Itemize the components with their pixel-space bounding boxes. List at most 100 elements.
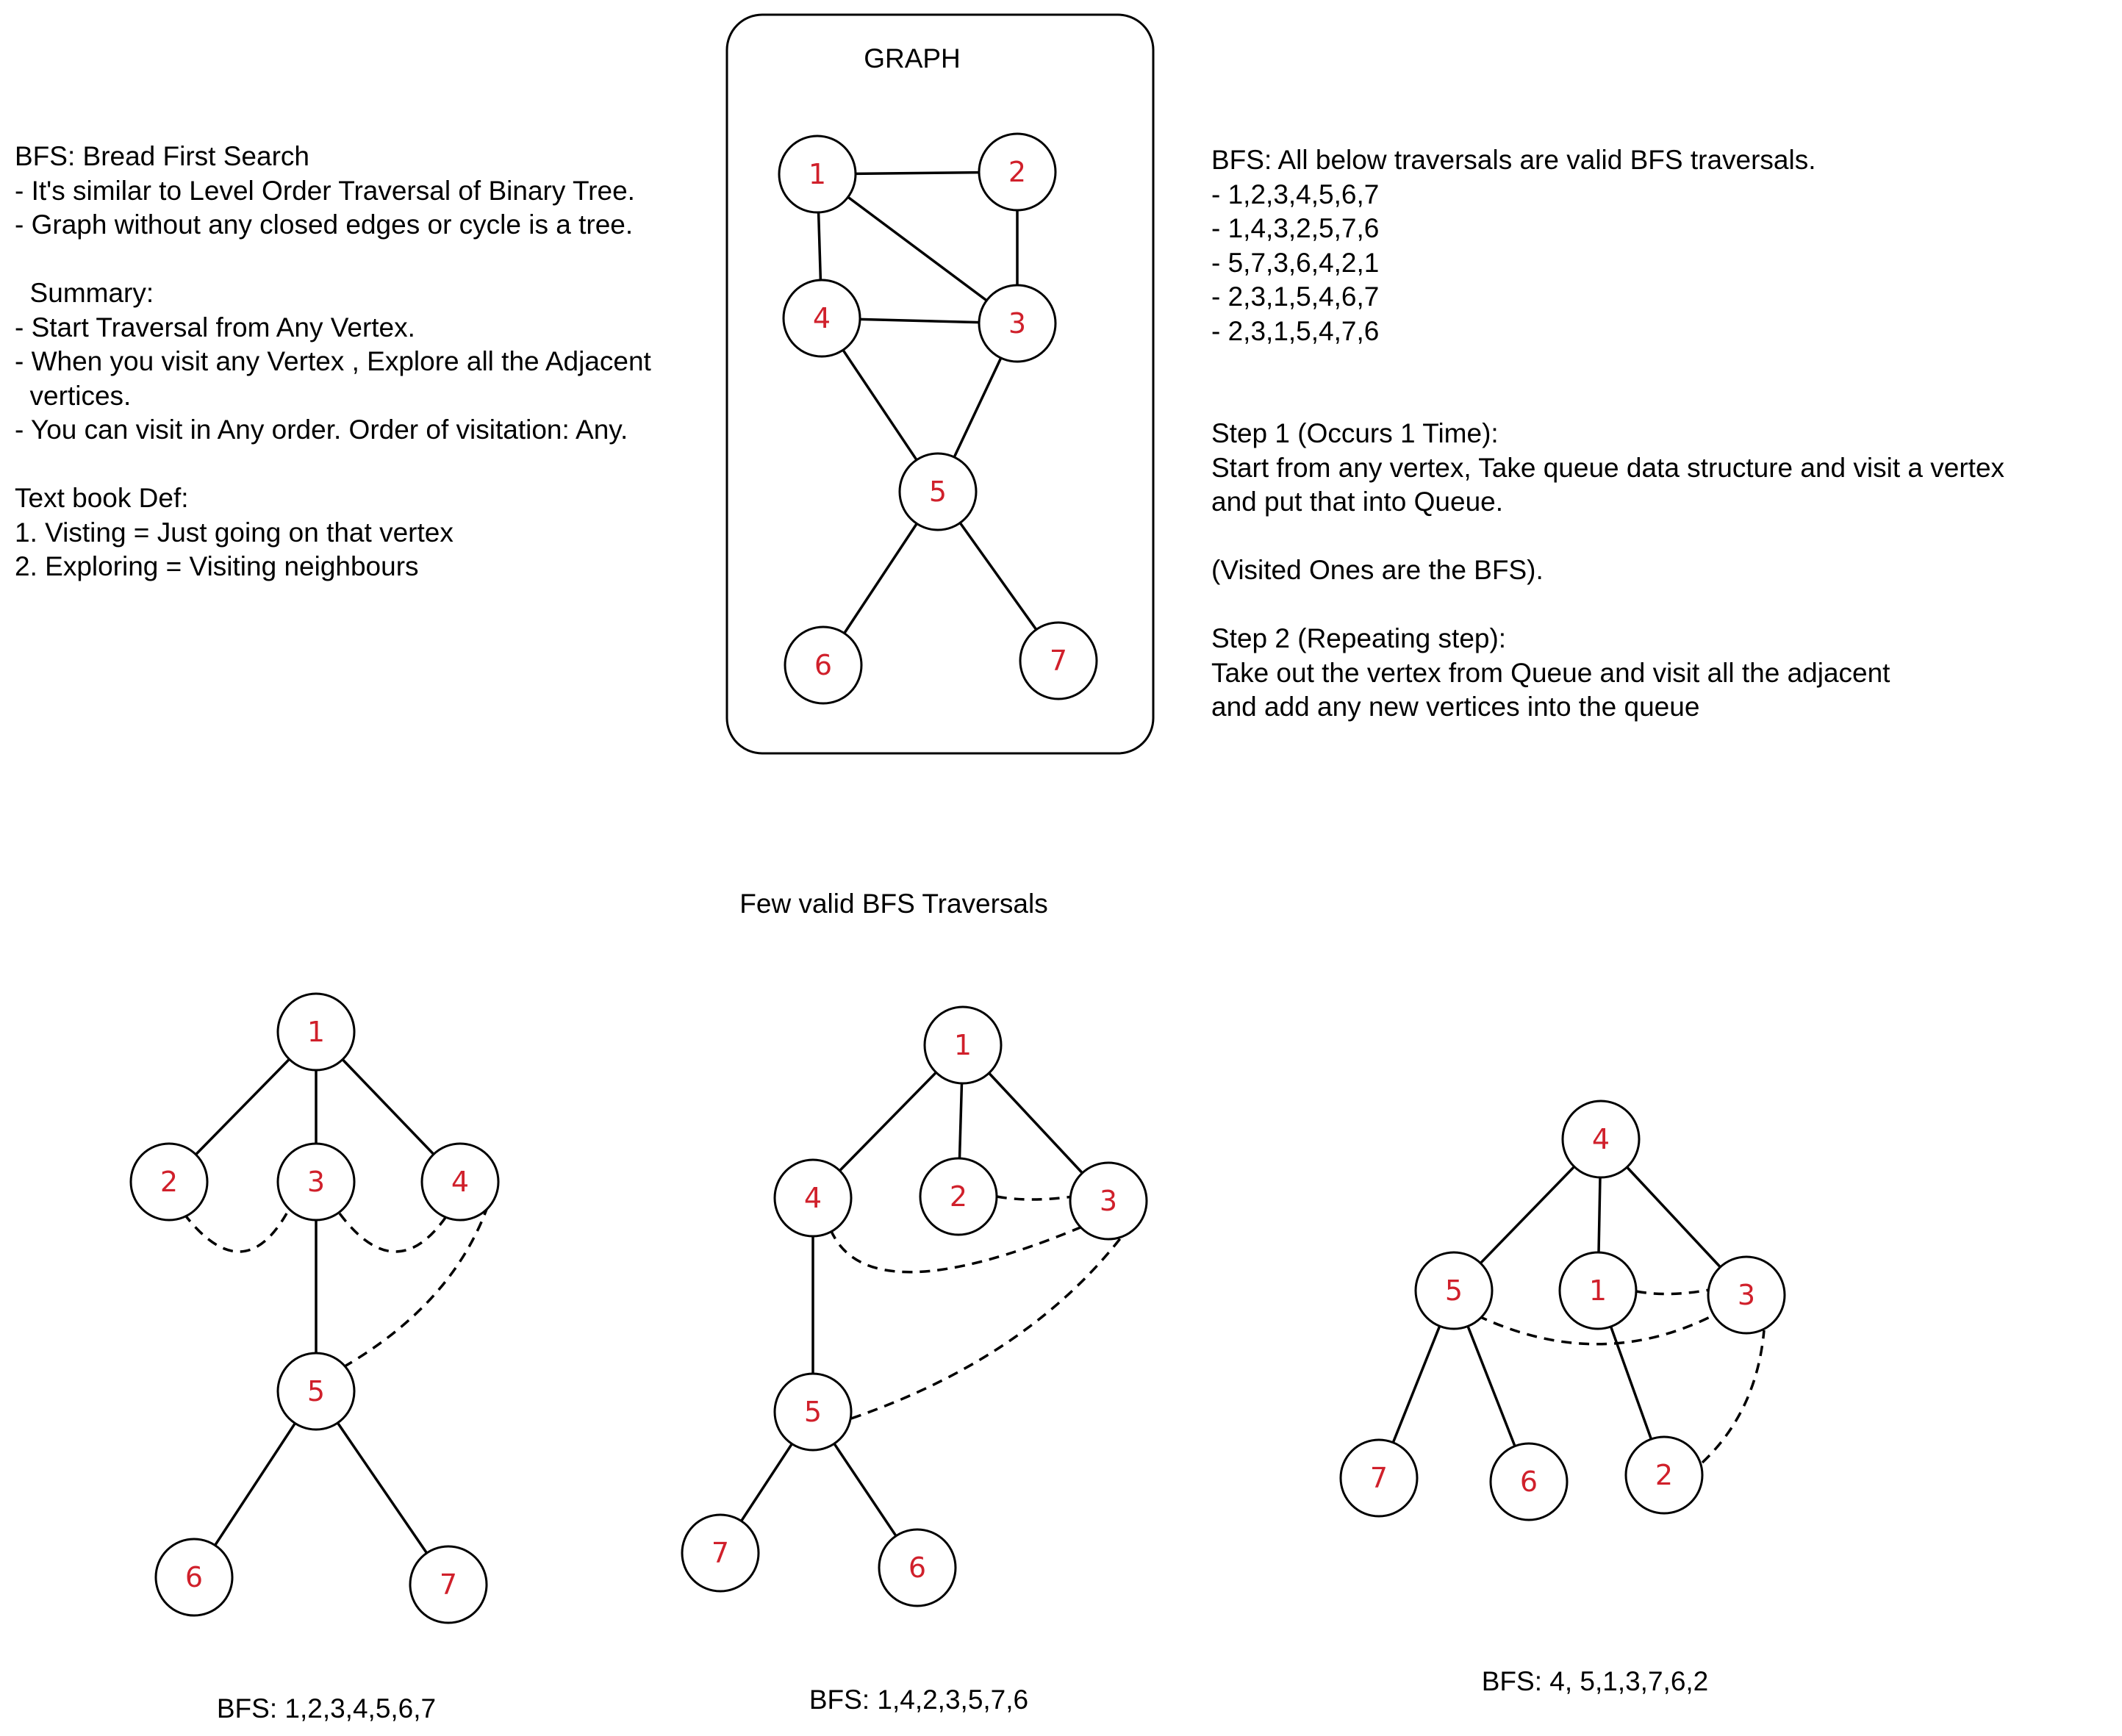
graph-node-label-5: 5 xyxy=(929,476,947,508)
tree-1-node-3 xyxy=(276,1142,356,1222)
graph-edge-5-6 xyxy=(843,523,918,634)
graph-edge-1-4 xyxy=(817,212,822,281)
tree-1-node-label-5: 5 xyxy=(307,1375,325,1407)
notes-left-line xyxy=(15,448,651,482)
tree-2-node-label-1: 1 xyxy=(954,1029,972,1061)
notes-right-line: - 1,2,3,4,5,6,7 xyxy=(1211,179,1380,209)
tree-1-edge-5-7 xyxy=(336,1421,429,1554)
tree-1-cross-edge-4-5 xyxy=(315,1205,490,1383)
tree-3-cross-edge-1-3 xyxy=(1635,1288,1710,1296)
tree-3-node-3 xyxy=(1707,1255,1786,1335)
tree-1-edge-1-2 xyxy=(195,1058,290,1156)
tree-2-node-label-7: 7 xyxy=(711,1537,729,1569)
notes-left: BFS: Bread First Search - It's similar to… xyxy=(15,140,651,584)
tree-2-node-5 xyxy=(773,1372,853,1452)
notes-right-line: Step 2 (Repeating step): xyxy=(1211,623,1507,653)
tree-1-cross-edge-3-4 xyxy=(338,1212,450,1253)
tree-3-edge-5-7 xyxy=(1391,1325,1441,1443)
graph-edge-5-7 xyxy=(958,522,1038,631)
graph-main: 1 2 3 4 5 6 7 xyxy=(778,132,1098,705)
notes-right-line: and add any new vertices into the queue xyxy=(1211,692,1700,722)
graph-panel xyxy=(725,13,1155,755)
tree-3-cross-edge-5-3 xyxy=(1477,1310,1721,1346)
notes-right-line xyxy=(1211,520,2004,554)
tree-1-caption: BFS: 1,2,3,4,5,6,7 xyxy=(216,1693,437,1724)
graph-node-1 xyxy=(778,134,857,214)
tree-1-node-1 xyxy=(276,992,356,1072)
graph-node-label-1: 1 xyxy=(809,158,826,190)
notes-right-line: Start from any vertex, Take queue data s… xyxy=(1211,452,2005,483)
tree-3-edge-5-6 xyxy=(1466,1325,1516,1447)
tree-2-node-label-2: 2 xyxy=(950,1180,967,1213)
tree-3-node-6 xyxy=(1489,1442,1569,1521)
tree-3-node-label-5: 5 xyxy=(1445,1274,1463,1307)
notes-right-line xyxy=(1211,348,2004,383)
notes-left-line: - Graph without any closed edges or cycl… xyxy=(15,209,634,240)
tree-3-node-4 xyxy=(1561,1100,1641,1179)
notes-right-line xyxy=(1211,383,2004,417)
tree-1-node-4 xyxy=(420,1142,500,1222)
graph-edge-3-4 xyxy=(859,318,980,324)
notes-left-line xyxy=(15,243,651,277)
tree-2-node-3 xyxy=(1069,1161,1148,1241)
notes-right-line: and put that into Queue. xyxy=(1211,487,1504,517)
tree-1-node-label-1: 1 xyxy=(307,1016,325,1048)
graph-node-label-3: 3 xyxy=(1008,307,1026,340)
graph-node-label-7: 7 xyxy=(1050,645,1067,677)
graph-node-label-4: 4 xyxy=(813,302,831,334)
tree-1-node-label-6: 6 xyxy=(185,1561,203,1593)
tree-1-edge-5-6 xyxy=(214,1422,296,1546)
tree-3-node-label-3: 3 xyxy=(1738,1279,1755,1311)
notes-right-line: - 2,3,1,5,4,7,6 xyxy=(1211,315,1380,346)
notes-left-line: 2. Exploring = Visiting neighbours xyxy=(15,551,419,581)
notes-left-line: Text book Def: xyxy=(15,483,189,513)
tree-1-node-2 xyxy=(129,1142,209,1222)
graph-edge-4-5 xyxy=(842,349,918,461)
tree-1-node-6 xyxy=(154,1538,234,1617)
graph-node-label-2: 2 xyxy=(1008,156,1026,188)
tree-3-node-label-2: 2 xyxy=(1655,1459,1673,1491)
notes-left-line: - When you visit any Vertex , Explore al… xyxy=(15,346,651,376)
graph-node-3 xyxy=(978,284,1057,363)
tree-2-edge-5-6 xyxy=(833,1443,897,1537)
notes-left-line: BFS: Bread First Search xyxy=(15,141,309,171)
tree-2-edge-1-3 xyxy=(988,1072,1083,1174)
graph-node-4 xyxy=(782,279,861,358)
tree-3-node-2 xyxy=(1624,1435,1704,1515)
tree-2-cross-edge-5-3 xyxy=(850,1212,1141,1420)
tree-2-node-label-5: 5 xyxy=(804,1396,822,1428)
graph-node-2 xyxy=(978,132,1057,212)
tree-3-node-label-4: 4 xyxy=(1592,1123,1610,1155)
tree-2-node-2 xyxy=(919,1157,998,1236)
tree-3-edge-1-2 xyxy=(1609,1326,1653,1440)
notes-left-line: Summary: xyxy=(15,278,154,308)
graph-node-7 xyxy=(1019,621,1098,700)
tree-2-node-label-4: 4 xyxy=(804,1182,822,1214)
notes-right-line: - 1,4,3,2,5,7,6 xyxy=(1211,213,1380,243)
graph-node-6 xyxy=(784,625,863,705)
tree-3-node-5 xyxy=(1414,1251,1494,1330)
tree-2-node-1 xyxy=(923,1005,1003,1085)
tree-1-node-label-3: 3 xyxy=(307,1166,325,1198)
tree-2-cross-edge-2-3 xyxy=(996,1195,1074,1201)
notes-left-line: - You can visit in Any order. Order of v… xyxy=(15,415,628,445)
tree-2-edge-1-4 xyxy=(839,1071,937,1172)
tree-2-node-label-6: 6 xyxy=(908,1552,926,1584)
notes-right: BFS: All below traversals are valid BFS … xyxy=(1211,143,2004,725)
tree-1-node-label-2: 2 xyxy=(160,1166,178,1198)
graph-node-label-6: 6 xyxy=(814,649,832,681)
notes-right-line xyxy=(1211,588,2004,623)
notes-right-line: - 5,7,3,6,4,2,1 xyxy=(1211,247,1380,278)
tree-3-node-label-7: 7 xyxy=(1370,1462,1388,1494)
notes-right-line: (Visited Ones are the BFS). xyxy=(1211,555,1544,585)
notes-right-line: Step 1 (Occurs 1 Time): xyxy=(1211,418,1499,448)
tree-1-node-7 xyxy=(409,1545,488,1624)
notes-left-line: - It's similar to Level Order Traversal … xyxy=(15,175,635,206)
tree-3-edge-4-3 xyxy=(1626,1166,1721,1269)
tree-1-cross-edge-2-3 xyxy=(182,1212,288,1253)
tree-3-cross-edge-2-3 xyxy=(1701,1330,1766,1464)
